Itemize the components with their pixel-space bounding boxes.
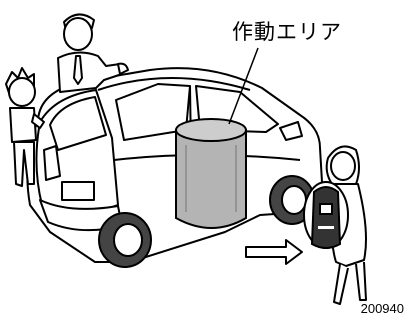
child-head: [8, 77, 36, 107]
child-legs: [13, 141, 35, 187]
cylinder-body: [175, 129, 247, 229]
man-head: [63, 17, 93, 51]
man-at-car-rear: [57, 13, 129, 93]
key-fob-button: [319, 203, 333, 215]
man-tie: [73, 55, 83, 85]
car-side-mirror: [279, 121, 303, 141]
cylinder-inner-shade: [185, 145, 237, 212]
car-rear-window: [49, 96, 107, 151]
rear-wheel-rim: [113, 223, 143, 257]
child-left: [5, 67, 45, 187]
operation-area-label: 作動エリア: [232, 20, 342, 44]
direction-arrow: [245, 239, 303, 265]
car-side-window-rear: [115, 83, 191, 141]
car-roof-line: [97, 77, 251, 91]
cylinder-top: [175, 118, 247, 142]
operation-area-cylinder: [175, 118, 247, 229]
front-wheel-rim: [281, 185, 307, 215]
man-hand: [117, 62, 129, 75]
woman-right: [325, 145, 367, 305]
key-fob-body: [310, 186, 342, 249]
figure-code: 200940: [360, 301, 404, 316]
man-torso: [57, 51, 123, 93]
woman-head: [330, 151, 356, 181]
child-arm: [31, 113, 45, 129]
child-body: [9, 107, 37, 143]
key-fob-slot: [318, 226, 334, 229]
callout-leader-line: [228, 47, 259, 125]
woman-legs: [333, 261, 367, 305]
car: [26, 67, 323, 263]
car-license-plate: [61, 181, 95, 201]
car-wheels: [98, 175, 315, 268]
car-tail-lamp: [43, 145, 61, 181]
key-fob: [303, 181, 349, 249]
